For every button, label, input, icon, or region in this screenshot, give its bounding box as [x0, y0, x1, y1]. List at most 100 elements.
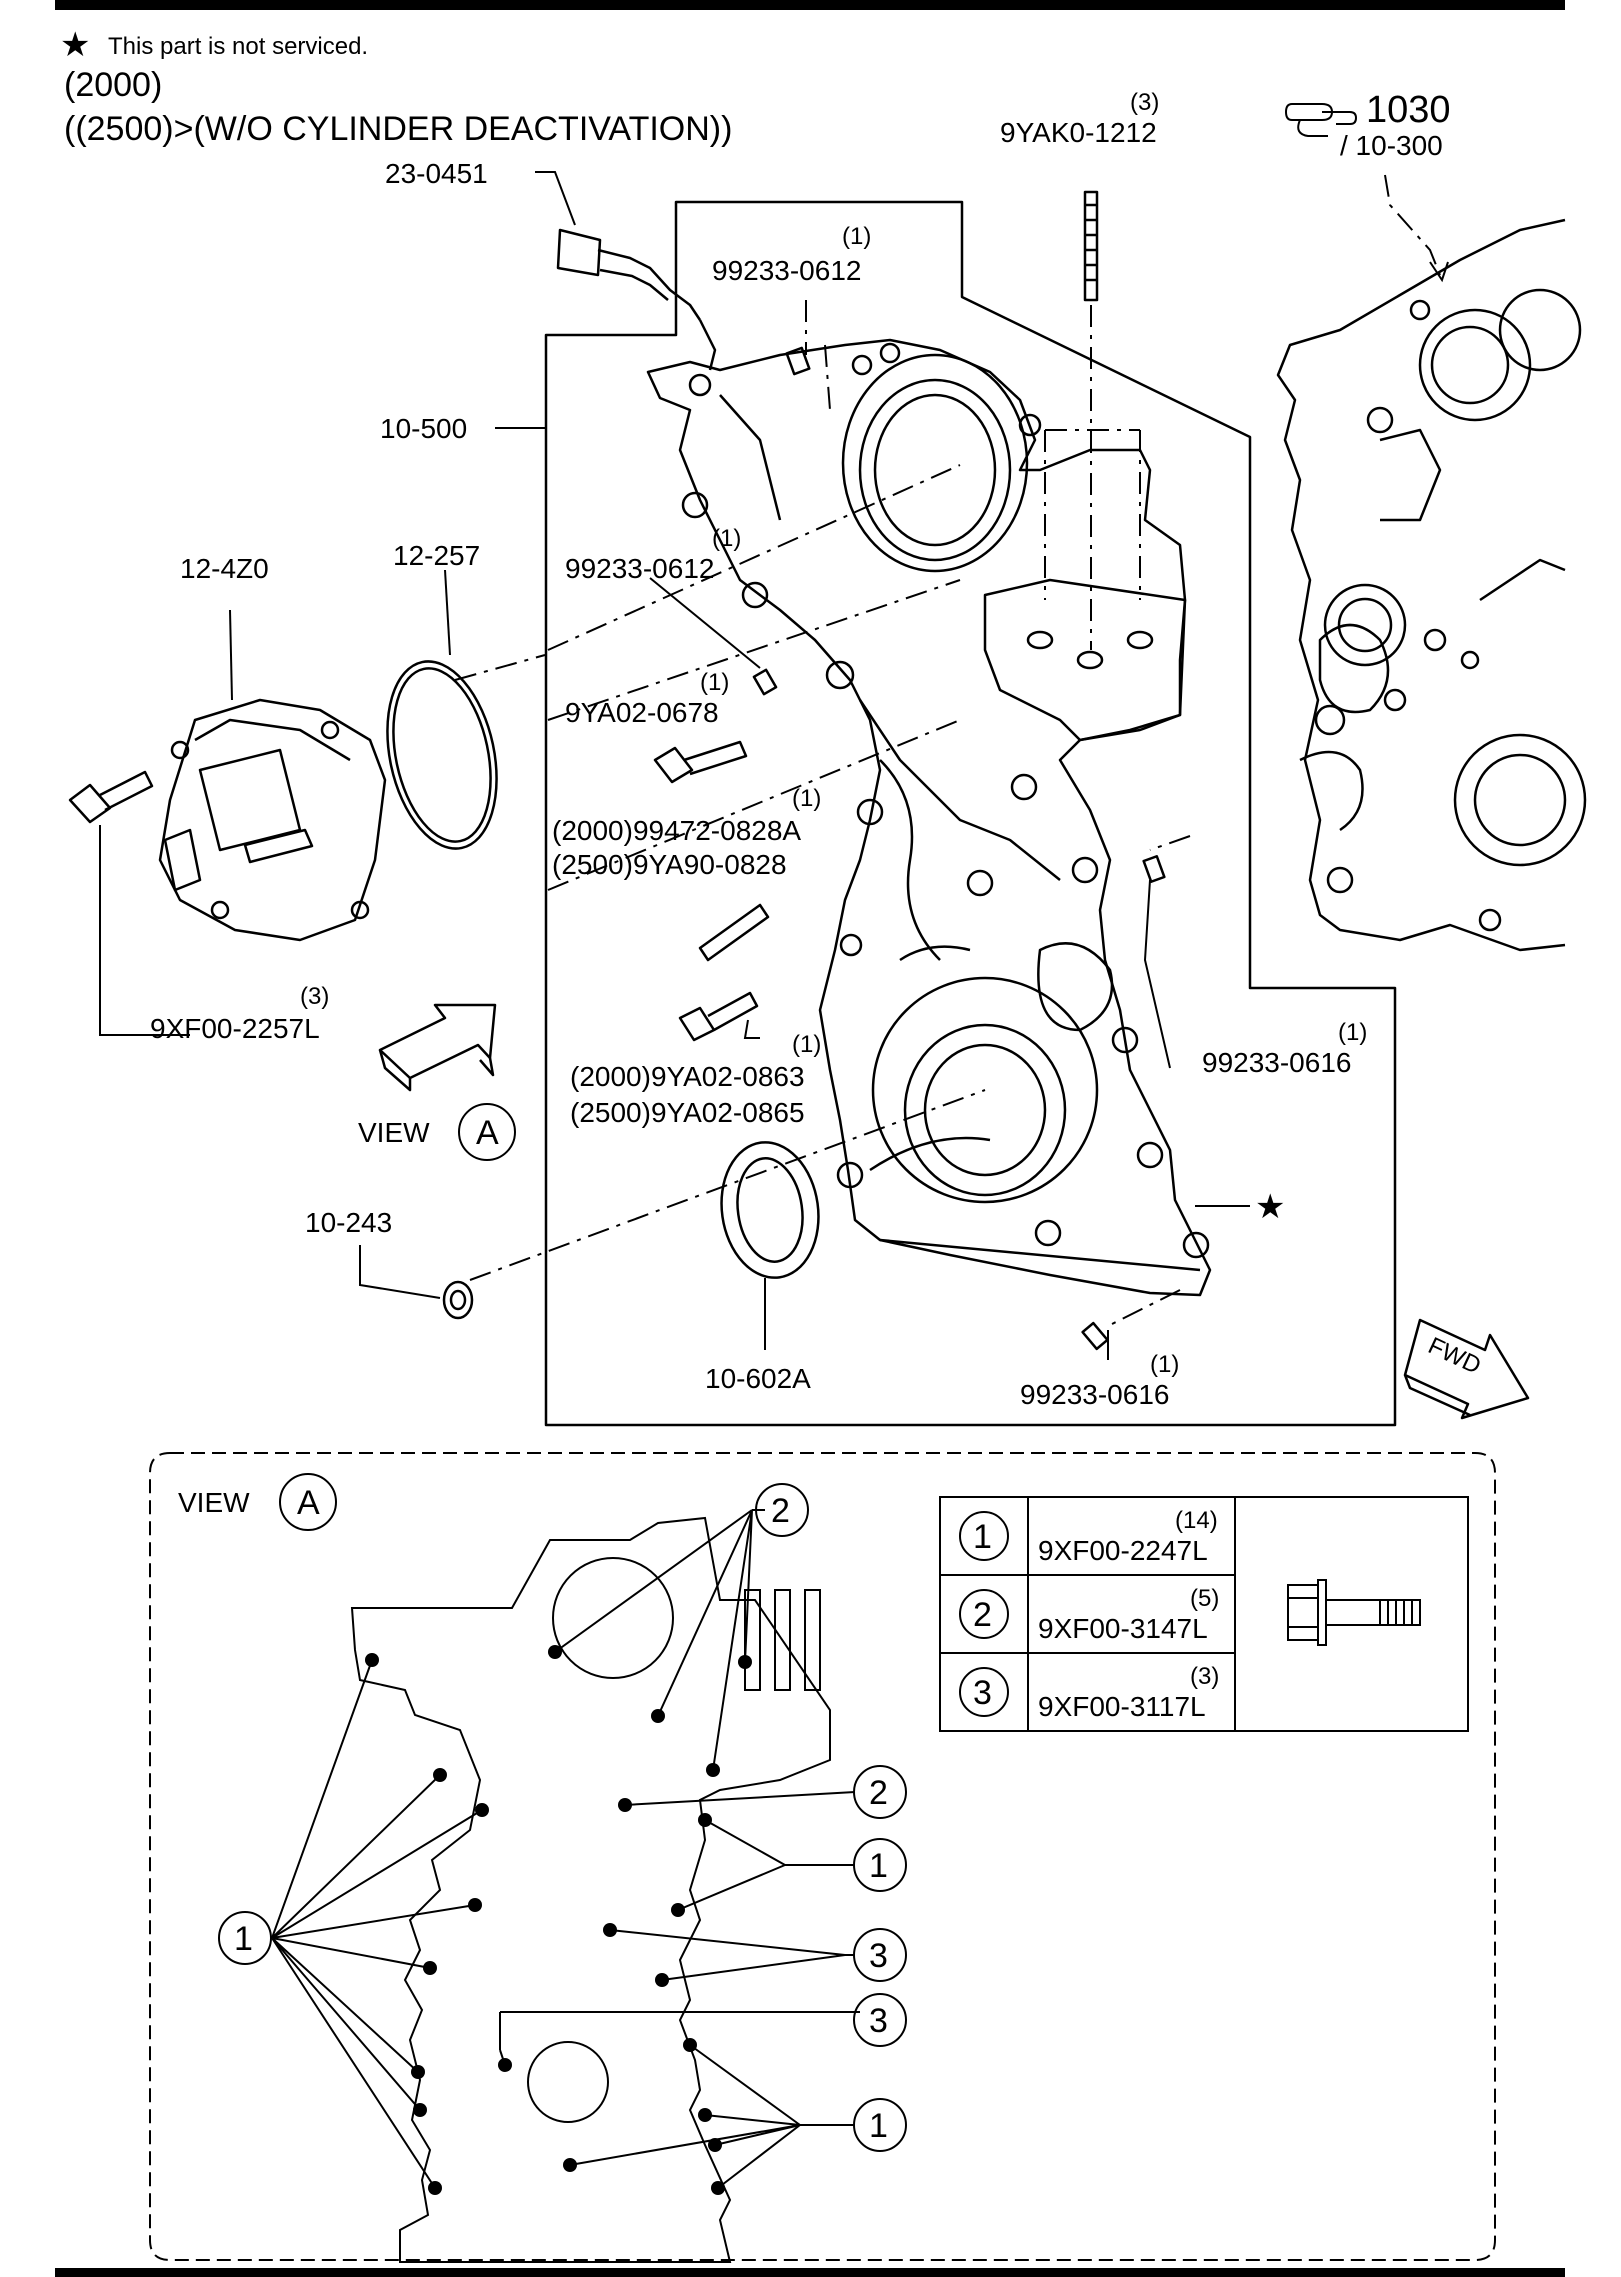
- view-a-label[interactable]: VIEW A: [358, 1103, 516, 1161]
- sensor-part: [556, 228, 717, 371]
- svg-text:10-602A: 10-602A: [705, 1363, 811, 1394]
- svg-text:10-243: 10-243: [305, 1207, 392, 1238]
- svg-text:2: 2: [771, 1492, 790, 1530]
- fwd-arrow-icon: FWD: [1403, 1318, 1530, 1420]
- svg-text:9XF00-2247L: 9XF00-2247L: [1038, 1535, 1208, 1566]
- callout-9ya02-0863[interactable]: (1) (2000)9YA02-0863: [570, 1031, 821, 1092]
- header-variant-1: (2000): [64, 66, 162, 104]
- svg-text:99233-0616: 99233-0616: [1020, 1379, 1169, 1410]
- header: ★ This part is not serviced. (2000) ((25…: [60, 26, 732, 148]
- svg-text:9XF00-3147L: 9XF00-3147L: [1038, 1613, 1208, 1644]
- reference-sub: / 10-300: [1340, 130, 1443, 161]
- marker-left-1[interactable]: 1: [218, 1911, 272, 1965]
- svg-text:1: 1: [869, 2107, 888, 2145]
- svg-text:9XF00-2257L: 9XF00-2257L: [150, 1013, 320, 1044]
- pump-part: [158, 698, 387, 942]
- dowel-pin-mid: [752, 668, 778, 696]
- svg-text:(2500)9YA02-0865: (2500)9YA02-0865: [570, 1097, 805, 1128]
- svg-text:(1): (1): [842, 223, 871, 250]
- callout-99233-0612-mid[interactable]: (1) 99233-0612: [565, 525, 741, 584]
- top-rule: [55, 0, 1565, 10]
- svg-text:(2000)99472-0828A: (2000)99472-0828A: [552, 815, 801, 846]
- svg-text:1: 1: [869, 1847, 888, 1885]
- svg-text:(14): (14): [1175, 1507, 1218, 1534]
- svg-text:(1): (1): [792, 1031, 821, 1058]
- washer: [442, 1280, 474, 1320]
- svg-text:(1): (1): [700, 669, 729, 696]
- callout-99233-0616-right[interactable]: (1) 99233-0616: [1202, 1019, 1367, 1078]
- bolt-9xf00-2257l: [68, 770, 154, 824]
- svg-text:99233-0612: 99233-0612: [565, 553, 714, 584]
- callout-12-4z0[interactable]: 12-4Z0: [180, 553, 269, 584]
- callout-9ya90-0828[interactable]: (2500)9YA90-0828: [552, 849, 787, 880]
- svg-text:99233-0616: 99233-0616: [1202, 1047, 1351, 1078]
- dowel-pin-right: [1142, 855, 1166, 883]
- svg-text:99233-0612: 99233-0612: [712, 255, 861, 286]
- svg-text:3: 3: [869, 2002, 888, 2040]
- marker-top-2[interactable]: 2: [755, 1483, 809, 1537]
- header-variant-2: ((2500)>(W/O CYLINDER DEACTIVATION)): [64, 110, 732, 148]
- svg-text:23-0451: 23-0451: [385, 158, 488, 189]
- flange-bolt-icon: [1287, 1579, 1421, 1646]
- bottom-rule: [55, 2268, 1565, 2277]
- callout-9ya02-0865[interactable]: (2500)9YA02-0865: [570, 1097, 805, 1128]
- callout-10-602a[interactable]: 10-602A: [705, 1363, 811, 1394]
- svg-text:VIEW: VIEW: [178, 1487, 250, 1518]
- legend-row-3[interactable]: 3 (3) 9XF00-3117L: [959, 1663, 1219, 1722]
- svg-text:9XF00-3117L: 9XF00-3117L: [1038, 1691, 1206, 1722]
- callout-99233-0616-bottom[interactable]: (1) 99233-0616: [1020, 1351, 1179, 1410]
- svg-text:2: 2: [973, 1596, 992, 1634]
- view-a-panel: [149, 1452, 1496, 2261]
- dowel-pin-bottom: [1081, 1321, 1109, 1351]
- svg-text:A: A: [297, 1484, 320, 1522]
- marker-bottom-1[interactable]: 1: [853, 2098, 907, 2152]
- marker-mid-1[interactable]: 1: [853, 1838, 907, 1892]
- reference-number: 1030: [1366, 89, 1451, 131]
- svg-text:(1): (1): [1150, 1351, 1179, 1378]
- svg-text:1: 1: [234, 1920, 253, 1958]
- view-a-outline: [350, 1516, 860, 2263]
- callout-99472-0828a[interactable]: (1) (2000)99472-0828A: [552, 785, 821, 846]
- header-note: This part is not serviced.: [108, 33, 368, 60]
- svg-text:3: 3: [973, 1674, 992, 1712]
- svg-text:(2500)9YA90-0828: (2500)9YA90-0828: [552, 849, 787, 880]
- callout-9ya02-0678[interactable]: (1) 9YA02-0678: [565, 669, 729, 728]
- legend-row-1[interactable]: 1 (14) 9XF00-2247L: [959, 1507, 1218, 1566]
- view-a-leaders: [271, 1509, 860, 2189]
- callout-12-257[interactable]: 12-257: [393, 540, 480, 571]
- view-a-title: VIEW A: [178, 1473, 337, 1531]
- view-arrow-icon: [378, 1003, 497, 1092]
- svg-text:12-257: 12-257: [393, 540, 480, 571]
- dowel-pin-top: [785, 346, 811, 376]
- svg-text:3: 3: [869, 1937, 888, 1975]
- callout-10-243[interactable]: 10-243: [305, 1207, 392, 1238]
- callout-23-0451[interactable]: 23-0451: [385, 158, 488, 189]
- engine-block: [1276, 218, 1587, 952]
- oring-gasket: [386, 660, 498, 850]
- legend-row-2[interactable]: 2 (5) 9XF00-3147L: [959, 1585, 1219, 1644]
- callout-99233-0612-top[interactable]: (1) 99233-0612: [712, 223, 871, 286]
- svg-text:(3): (3): [1190, 1663, 1219, 1690]
- svg-text:(5): (5): [1190, 1585, 1219, 1612]
- view-a-bolt-points: [365, 1645, 752, 2195]
- star-icon: ★: [60, 26, 90, 64]
- svg-text:9YAK0-1212: 9YAK0-1212: [1000, 117, 1157, 148]
- svg-text:(1): (1): [1338, 1019, 1367, 1046]
- callout-9yak0-1212[interactable]: (3) 9YAK0-1212: [1000, 89, 1159, 148]
- svg-text:FWD: FWD: [1424, 1332, 1485, 1380]
- reference-callout[interactable]: 1030 / 10-300: [1284, 89, 1451, 283]
- marker-mid-2[interactable]: 2: [853, 1765, 907, 1819]
- svg-text:(3): (3): [300, 983, 329, 1010]
- pin-99472-0828a: [698, 903, 770, 962]
- callout-9xf00-2257l[interactable]: (3) 9XF00-2257L: [150, 983, 329, 1044]
- marker-low-3[interactable]: 3: [853, 1993, 907, 2047]
- marker-mid-3[interactable]: 3: [853, 1928, 907, 1982]
- legend-table: [939, 1496, 1469, 1732]
- bolt-9ya02-0678: [653, 740, 748, 784]
- svg-text:2: 2: [869, 1774, 888, 1812]
- svg-text:VIEW: VIEW: [358, 1117, 430, 1148]
- svg-text:(1): (1): [792, 785, 821, 812]
- callout-10-500[interactable]: 10-500: [380, 413, 467, 444]
- svg-text:A: A: [476, 1114, 499, 1152]
